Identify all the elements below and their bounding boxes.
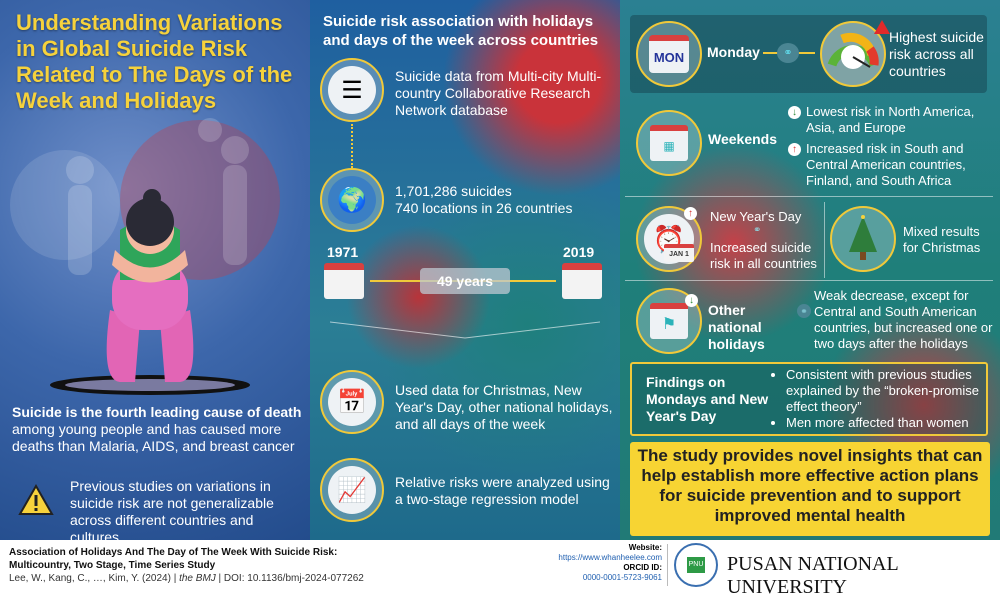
scatter-plot-icon: 📈 [320,458,384,522]
person-sitting-illustration [50,118,250,395]
weekends-calendar-icon: ▦ [636,110,702,176]
finding-item: Men more affected than women [786,415,986,431]
monday-calendar-icon: MON [636,21,702,87]
database-icon: ☰ [320,58,384,122]
location-count: 740 locations in 26 countries [395,200,573,216]
new-year-label: New Year's Day [710,209,802,224]
down-arrow-icon: ↓ [788,106,801,119]
analysis-text: Relative risks were analyzed using a two… [395,474,610,507]
calendar-icon: 📅 [320,370,384,434]
new-year-result: Increased suicide risk in all countries [710,240,817,271]
orcid-link[interactable]: 0000-0001-5723-9061 [582,573,662,582]
warning-icon [18,484,54,515]
divider-chevron [330,321,600,339]
link-icon: ⚭ [753,225,762,236]
findings-list: Consistent with previous studies explain… [774,367,986,431]
year-start: 1971 [327,244,359,260]
calendar-icon-start [324,263,364,299]
contact-info: Website: https://www.whanheelee.com ORCI… [558,543,662,583]
weekends-label: Weekends [708,131,777,147]
fact-bold: Suicide is the fourth leading cause of d… [12,404,302,420]
fact-rest: among young people and has caused more d… [12,421,295,454]
globe-icon: 🌍 [320,168,384,232]
conclusion-box: The study provides novel insights that c… [630,442,990,536]
year-end: 2019 [563,244,595,260]
website-link[interactable]: https://www.whanheelee.com [558,553,662,562]
up-arrow-icon: ↑ [788,143,801,156]
other-holidays-label: Other national holidays [708,302,765,352]
suicide-count: 1,701,286 suicides [395,183,512,199]
span-badge: 49 years [420,268,510,294]
up-arrow-icon: ↑ [684,207,697,220]
jan-1-calendar-icon: JAN 1 [664,244,694,262]
paper-title-line-1: Association of Holidays And The Day of T… [9,547,338,558]
warning-text: Previous studies on variations in suicid… [70,478,274,540]
christmas-tree-icon [830,206,896,272]
weekends-high: Increased risk in South and Central Amer… [806,141,966,188]
christmas-result: Mixed results for Christmas [903,224,981,255]
findings-box: Findings on Mondays and New Year's Day C… [630,362,988,436]
monday-label: Monday [707,44,760,60]
middle-panel: Suicide risk association with holidays a… [310,0,620,540]
university-name: PUSAN NATIONAL UNIVERSITY [727,553,898,598]
weekends-low: Lowest risk in North America, Asia, and … [806,104,975,135]
journal-name: the BMJ [179,573,216,584]
fact-text: Suicide is the fourth leading cause of d… [12,404,308,455]
finding-item: Consistent with previous studies explain… [786,367,986,415]
alert-icon [874,20,890,34]
link-icon: ⚭ [797,304,811,318]
orcid-label: ORCID ID: [623,563,662,572]
main-title: Understanding Variations in Global Suici… [16,10,293,113]
monday-result: Highest suicide risk across all countrie… [889,29,984,79]
paper-title-line-2: Multicountry, Two Stage, Time Series Stu… [9,560,216,571]
left-panel: Understanding Variations in Global Suici… [0,0,310,540]
right-panel: MON Monday ⚭ Highest suicide risk across… [620,0,1000,540]
footer: Association of Holidays And The Day of T… [0,540,1000,598]
university-seal-logo: PNU [674,543,718,587]
calendar-icon-end [562,263,602,299]
data-source: Suicide data from Multi-city Multi-count… [395,68,602,118]
other-holidays-result: Weak decrease, except for Central and So… [814,288,993,351]
citation: Lee, W., Kang, C., …, Kim, Y. (2024) | t… [9,573,364,584]
link-icon: ⚭ [777,43,799,63]
down-arrow-icon: ↓ [685,294,698,307]
findings-title: Findings on Mondays and New Year's Day [646,374,769,424]
used-data: Used data for Christmas, New Year's Day,… [395,382,613,432]
website-label: Website: [628,543,662,552]
methods-title: Suicide risk association with holidays a… [323,13,599,49]
